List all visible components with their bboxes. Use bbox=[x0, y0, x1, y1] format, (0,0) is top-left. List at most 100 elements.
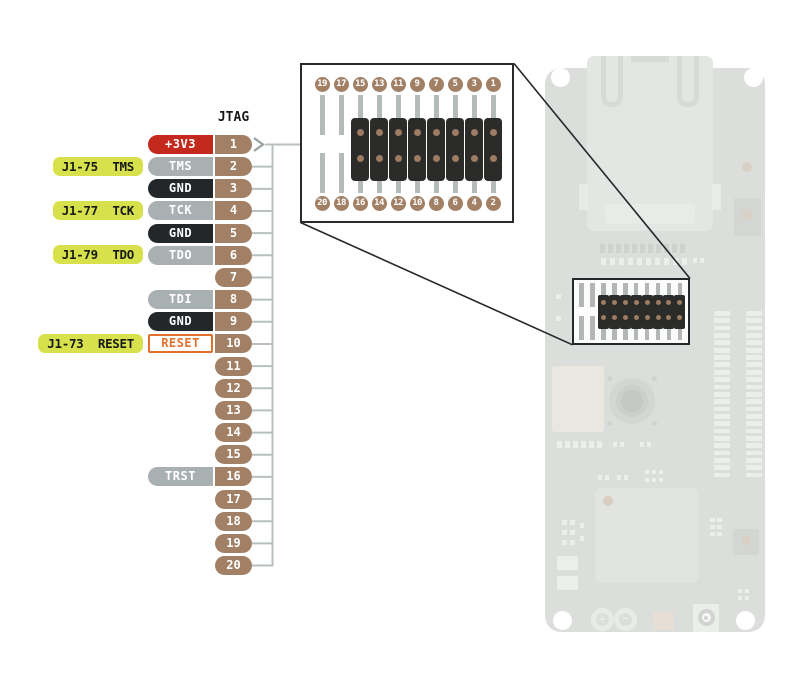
pad bbox=[570, 540, 575, 545]
pad bbox=[580, 536, 584, 541]
pad bbox=[637, 258, 642, 265]
header-shroud bbox=[427, 118, 445, 181]
pin-number-badge-bottom: 6 bbox=[447, 195, 463, 211]
jack-pin bbox=[640, 244, 645, 253]
edge-pad bbox=[714, 413, 730, 419]
edge-pad bbox=[714, 465, 730, 471]
pad bbox=[640, 442, 644, 447]
pad bbox=[717, 525, 722, 529]
edge-pad bbox=[746, 450, 762, 456]
pin-contact bbox=[601, 299, 606, 305]
edge-pad bbox=[714, 377, 730, 382]
edge-pad bbox=[714, 428, 730, 434]
edge-pad bbox=[746, 458, 762, 463]
jack-tab bbox=[579, 184, 588, 210]
pin-contact bbox=[633, 314, 639, 320]
pin-number: 11 bbox=[215, 356, 252, 376]
pin-number-badge-top: 17 bbox=[333, 77, 349, 92]
edge-pad bbox=[714, 450, 730, 456]
pin-row: 7 bbox=[0, 266, 300, 288]
signal-pill: RESET bbox=[148, 334, 213, 354]
led bbox=[742, 162, 752, 172]
pin-row: 19 bbox=[0, 532, 300, 554]
mounting-hole bbox=[550, 67, 570, 87]
pin-number: 10 bbox=[215, 334, 252, 354]
edge-pad bbox=[714, 311, 730, 316]
jack-pin bbox=[632, 244, 637, 253]
arduino-logo: − bbox=[614, 608, 637, 631]
pin-number: 7 bbox=[215, 267, 252, 287]
edge-pad bbox=[746, 391, 762, 397]
pin-stub bbox=[433, 95, 439, 135]
circuit-board: + − bbox=[545, 56, 765, 632]
arduino-logo: + bbox=[591, 608, 614, 631]
edge-pad bbox=[714, 384, 730, 390]
pin-number: 1 bbox=[215, 135, 252, 154]
pin-contact bbox=[451, 154, 459, 162]
pin-number: 8 bbox=[215, 290, 252, 310]
edge-pad bbox=[746, 333, 762, 338]
pin-stub bbox=[490, 95, 496, 135]
mounting-hole bbox=[735, 610, 755, 630]
pin-row: 17 bbox=[0, 488, 300, 510]
pin-number: 18 bbox=[215, 511, 252, 531]
pad bbox=[673, 258, 678, 265]
pin-number-badge-top: 11 bbox=[390, 77, 406, 92]
pad bbox=[628, 258, 633, 265]
pin-contact bbox=[394, 128, 402, 136]
pad bbox=[700, 258, 704, 263]
led bbox=[742, 536, 751, 545]
pad bbox=[598, 475, 602, 480]
edge-pad bbox=[714, 369, 730, 375]
pin-number-badge-bottom: 10 bbox=[409, 195, 425, 211]
pin-number-badge-bottom: 14 bbox=[371, 195, 387, 211]
pin-stub bbox=[376, 95, 382, 135]
pad bbox=[607, 376, 612, 381]
signal-pill: TDI bbox=[148, 290, 213, 310]
jack-pin bbox=[616, 244, 621, 253]
jack-tab bbox=[712, 184, 721, 210]
pad bbox=[645, 470, 649, 474]
pin-contact bbox=[375, 128, 383, 136]
edge-pad bbox=[746, 311, 762, 316]
signal-pill: GND bbox=[148, 312, 213, 332]
edge-pad bbox=[746, 435, 762, 441]
jack-pin bbox=[624, 244, 629, 253]
pin-number-badge-top: 19 bbox=[314, 77, 330, 92]
pin-number-badge-top: 13 bbox=[371, 77, 387, 92]
edge-pad bbox=[746, 325, 762, 331]
pin-contact bbox=[644, 299, 650, 305]
pin-number: 17 bbox=[215, 489, 252, 509]
pad bbox=[619, 258, 624, 265]
pad bbox=[717, 532, 722, 536]
pad bbox=[565, 441, 570, 448]
pin-number: 13 bbox=[215, 400, 252, 420]
mounting-hole bbox=[743, 67, 763, 87]
mounting-hole bbox=[552, 610, 572, 630]
pad bbox=[570, 520, 575, 525]
pin-stub bbox=[590, 316, 595, 340]
signal-pill: GND bbox=[148, 179, 213, 199]
chip bbox=[552, 366, 604, 432]
jack-pin bbox=[680, 244, 685, 253]
pin-contact bbox=[655, 314, 661, 320]
header-shroud bbox=[652, 294, 664, 329]
led bbox=[742, 210, 752, 220]
pin-contact bbox=[644, 314, 650, 320]
pin-stub bbox=[357, 95, 363, 135]
pin-contact bbox=[489, 128, 497, 136]
edge-pad bbox=[746, 472, 762, 478]
pin-contact bbox=[633, 299, 639, 305]
pin-number-badge-bottom: 18 bbox=[333, 195, 349, 211]
pin-row: 13 bbox=[0, 399, 300, 421]
pin-number: 12 bbox=[215, 378, 252, 398]
pin-contact bbox=[470, 154, 478, 162]
pad bbox=[581, 441, 586, 448]
pin-number: 4 bbox=[215, 201, 252, 221]
